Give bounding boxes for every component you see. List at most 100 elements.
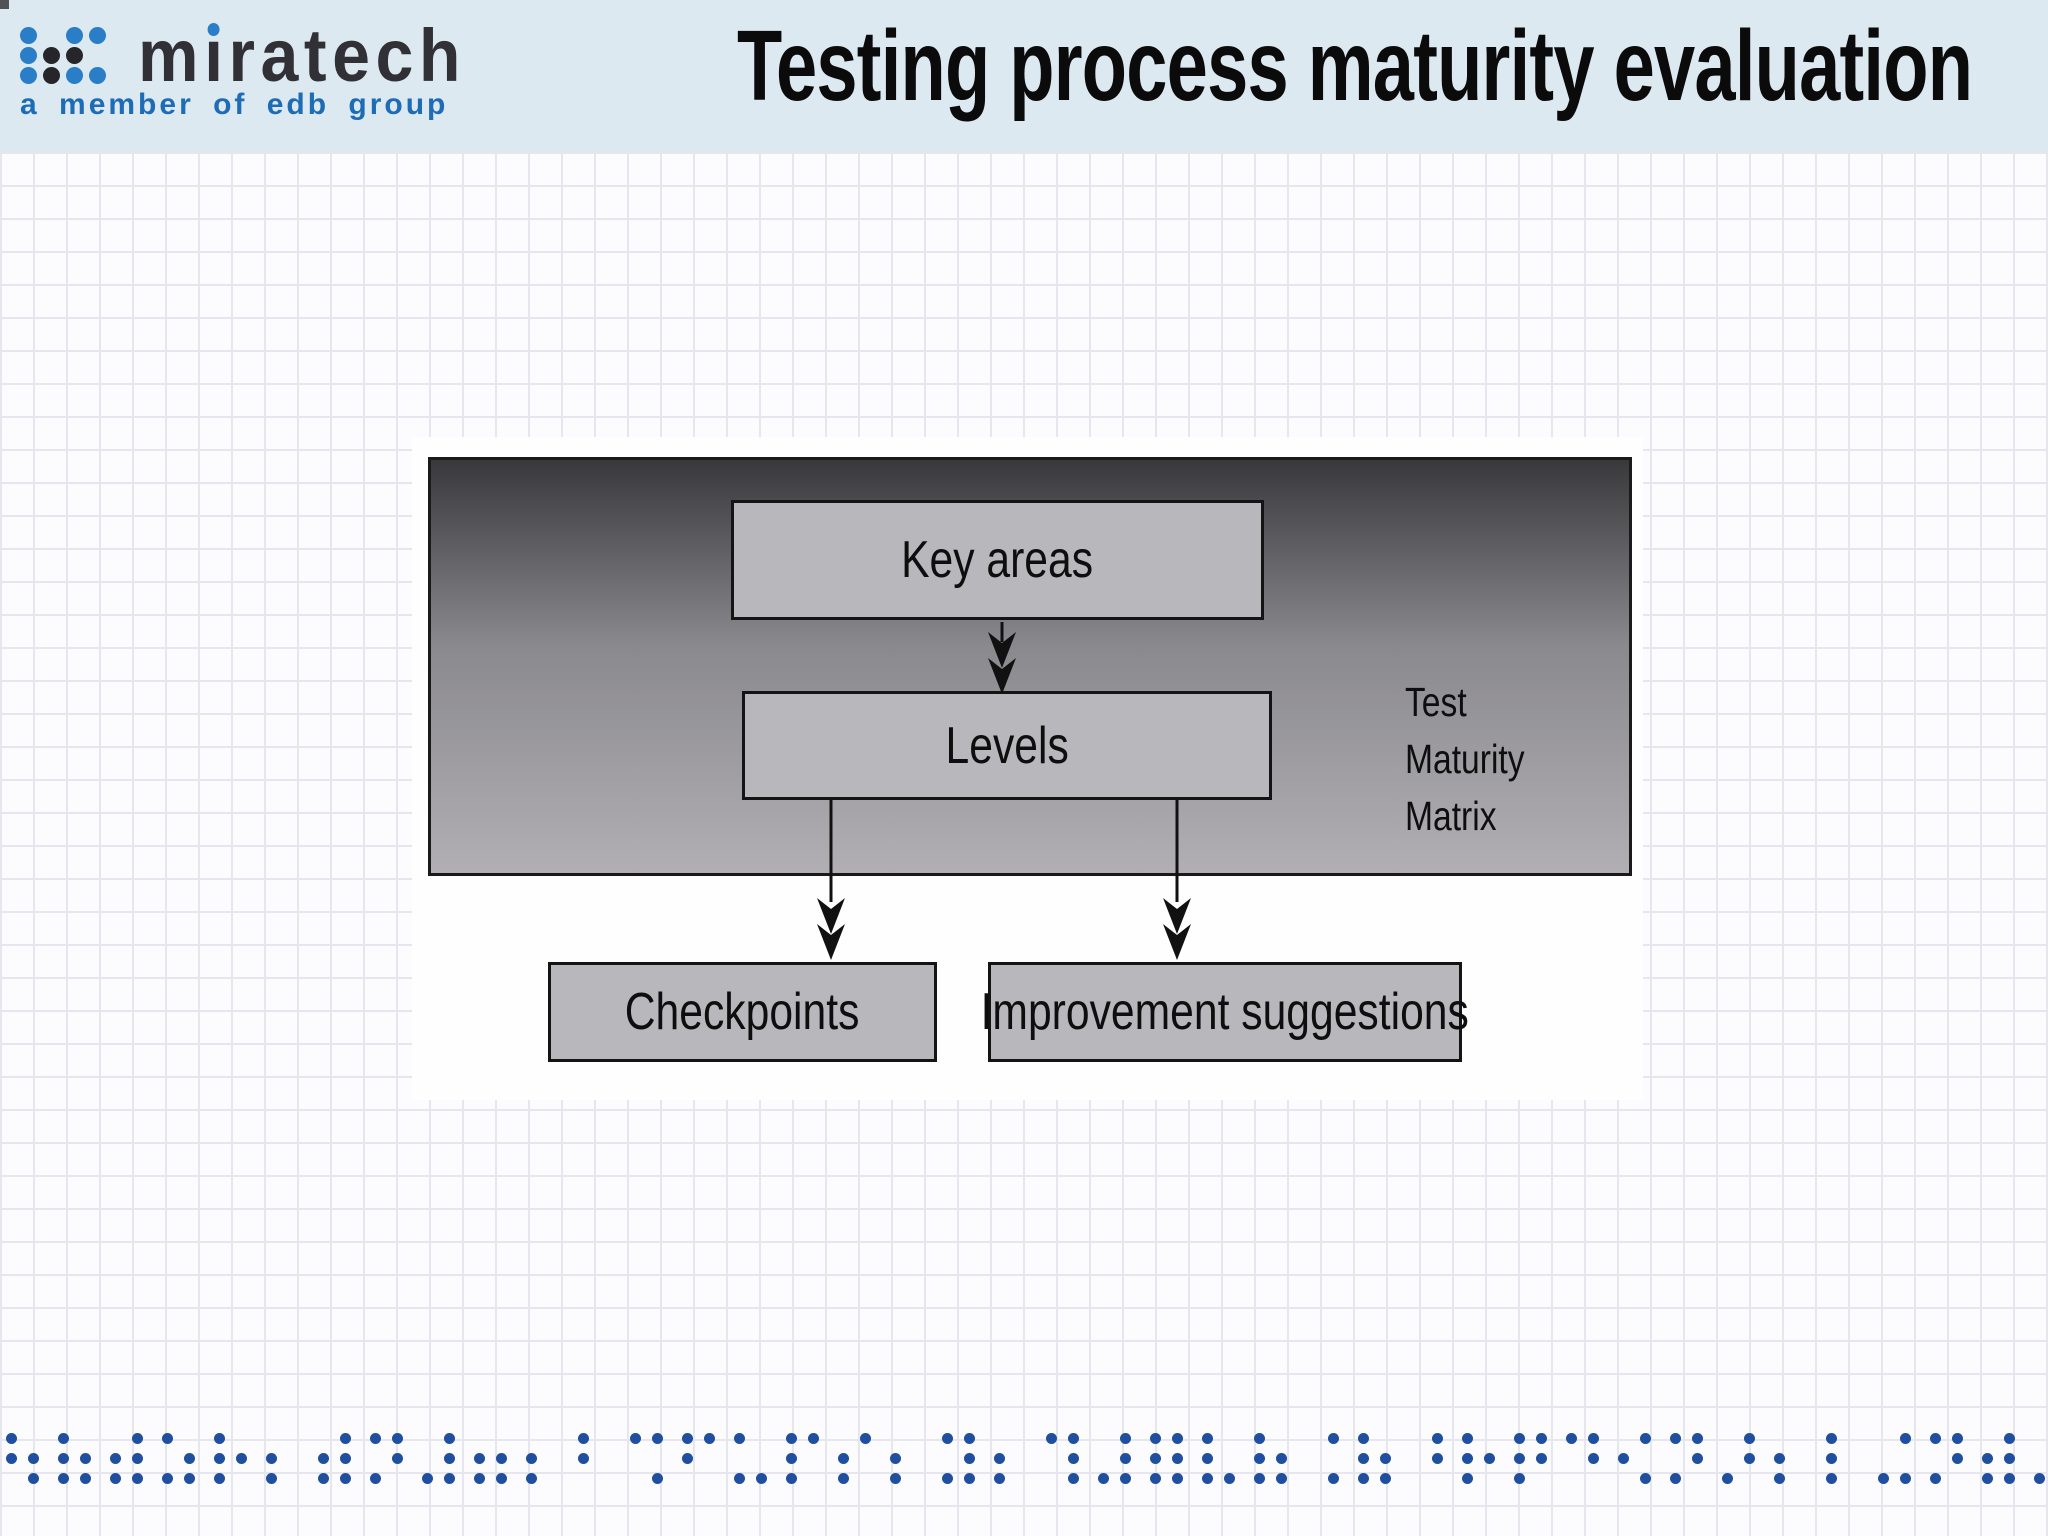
footer-dot: [1514, 1473, 1525, 1484]
footer-dot: [496, 1453, 507, 1464]
footer-dot: [1120, 1473, 1131, 1484]
footer-dot: [786, 1473, 797, 1484]
footer-dot: [964, 1453, 975, 1464]
footer-dot: [2004, 1433, 2015, 1444]
footer-dot: [162, 1433, 173, 1444]
footer-dot: [734, 1473, 745, 1484]
footer-dot: [964, 1433, 975, 1444]
footer-dot: [1276, 1453, 1287, 1464]
footer-dot: [110, 1453, 121, 1464]
footer-dot: [1462, 1473, 1473, 1484]
footer-dot: [1098, 1473, 1109, 1484]
footer-dot: [340, 1433, 351, 1444]
node-levels-label: Levels: [945, 716, 1069, 775]
footer-dot: [1380, 1453, 1391, 1464]
footer-dot: [1692, 1453, 1703, 1464]
footer-dot: [1172, 1473, 1183, 1484]
footer-dot: [1670, 1433, 1681, 1444]
footer-dot: [318, 1453, 329, 1464]
footer-dot: [1202, 1453, 1213, 1464]
footer-dot: [1484, 1453, 1495, 1464]
footer-dot: [1826, 1473, 1837, 1484]
footer-dot: [1120, 1433, 1131, 1444]
footer-dot: [1744, 1453, 1755, 1464]
footer-dot: [526, 1473, 537, 1484]
footer-dot: [1826, 1453, 1837, 1464]
footer-dot: [474, 1473, 485, 1484]
footer-dot: [890, 1453, 901, 1464]
footer-dot: [1358, 1453, 1369, 1464]
footer-dot: [110, 1473, 121, 1484]
footer-dot: [1462, 1453, 1473, 1464]
footer-dot: [1900, 1473, 1911, 1484]
footer-dot: [942, 1433, 953, 1444]
footer-dot: [1692, 1433, 1703, 1444]
footer-dot: [444, 1453, 455, 1464]
footer-dot: [1744, 1433, 1755, 1444]
footer-dot: [2004, 1453, 2015, 1464]
logo-tagline: a member of edb group: [20, 88, 449, 121]
footer-dot: [1618, 1453, 1629, 1464]
footer-dot: [786, 1453, 797, 1464]
footer-dot: [734, 1433, 745, 1444]
footer-dot: [6, 1433, 17, 1444]
footer-dot: [1328, 1473, 1339, 1484]
footer-dot: [184, 1473, 195, 1484]
footer-dot: [184, 1453, 195, 1464]
footer-dot: [1432, 1433, 1443, 1444]
footer-dot: [474, 1453, 485, 1464]
footer-dot: [1462, 1433, 1473, 1444]
logo-matrix-dot: [20, 27, 37, 44]
footer-dot: [682, 1453, 693, 1464]
footer-dot: [578, 1453, 589, 1464]
corner-artifact: [0, 0, 9, 9]
footer-dot: [80, 1453, 91, 1464]
logo-matrix-dot: [20, 67, 37, 84]
node-key-areas-label: Key areas: [901, 531, 1094, 589]
footer-dot: [994, 1473, 1005, 1484]
footer-dot: [1566, 1433, 1577, 1444]
footer-dot: [1358, 1473, 1369, 1484]
logo-matrix-dot: [66, 47, 83, 64]
footer-dot: [1150, 1433, 1161, 1444]
footer-dot: [786, 1433, 797, 1444]
footer-dot: [1514, 1433, 1525, 1444]
footer-dot: [838, 1453, 849, 1464]
footer-dot: [1254, 1473, 1265, 1484]
page-title: Testing process maturity evaluation: [520, 0, 2040, 128]
logo-matrix-dot: [20, 47, 37, 64]
tmm-side-label-line: Test: [1405, 679, 1467, 725]
footer-dot: [28, 1473, 39, 1484]
footer-dot: [392, 1453, 403, 1464]
footer-dot: [964, 1473, 975, 1484]
footer-dot: [1982, 1473, 1993, 1484]
node-checkpoints: Checkpoints: [548, 962, 937, 1062]
footer-dot: [370, 1433, 381, 1444]
footer-dot: [132, 1453, 143, 1464]
footer-dot: [236, 1453, 247, 1464]
footer-dot: [1224, 1473, 1235, 1484]
node-improvement-suggestions-label: Improvement suggestions: [980, 983, 1470, 1041]
footer-dot: [1046, 1433, 1057, 1444]
logo-matrix-dot: [66, 27, 83, 44]
footer-dot: [1640, 1473, 1651, 1484]
footer-dot: [808, 1433, 819, 1444]
logo-matrix-dot: [89, 27, 106, 44]
logo-matrix-dot: [89, 67, 106, 84]
footer-dot: [1358, 1433, 1369, 1444]
footer-dot: [422, 1473, 433, 1484]
footer-dot: [370, 1473, 381, 1484]
footer-dot: [58, 1453, 69, 1464]
footer-dot: [80, 1473, 91, 1484]
footer-dot: [890, 1473, 901, 1484]
footer-dot: [1930, 1433, 1941, 1444]
footer-dot: [214, 1433, 225, 1444]
footer-dot: [444, 1433, 455, 1444]
page-title-text: Testing process maturity evaluation: [736, 10, 1973, 122]
footer-dot: [1774, 1473, 1785, 1484]
footer-dot: [1930, 1473, 1941, 1484]
footer-dot: [1172, 1453, 1183, 1464]
